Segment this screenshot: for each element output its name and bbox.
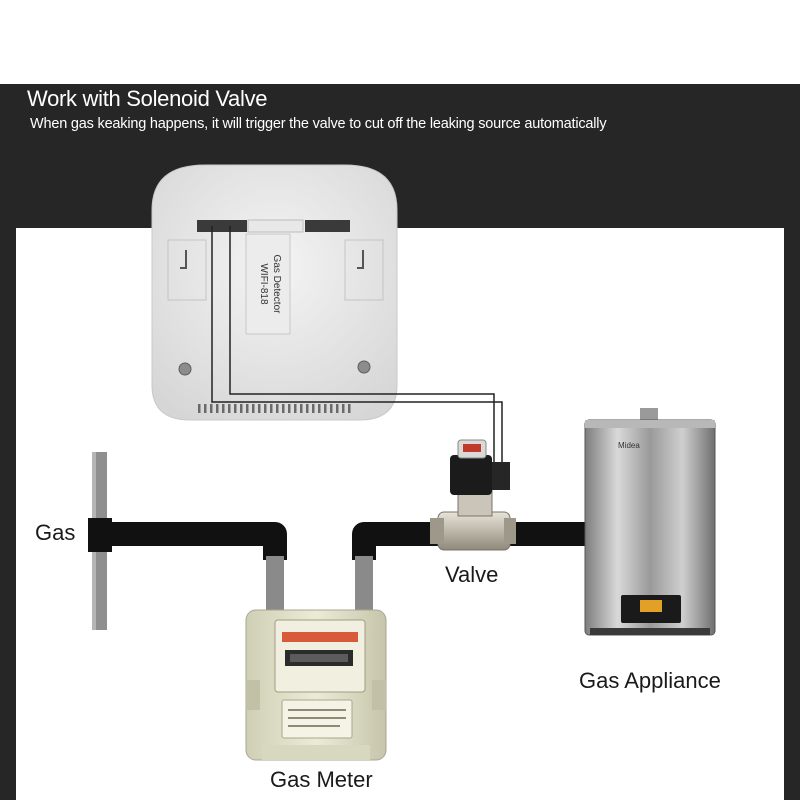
vent-slot <box>216 404 219 413</box>
terminal-slot-right <box>305 220 350 232</box>
vent-slot <box>282 404 285 413</box>
detector-label-plate <box>245 233 291 335</box>
vent-slot <box>246 404 249 413</box>
vent-slot <box>336 404 339 413</box>
vent-slot <box>294 404 297 413</box>
vent-slot <box>240 404 243 413</box>
vent-slot <box>324 404 327 413</box>
appliance-brand: Midea <box>618 441 640 450</box>
gas-appliance: Midea <box>584 408 716 636</box>
valve-indicator-cap <box>463 444 481 452</box>
top-margin <box>0 0 800 84</box>
vent-slot <box>252 404 255 413</box>
vent-slot <box>318 404 321 413</box>
vent-slot <box>258 404 261 413</box>
vent-slot <box>270 404 273 413</box>
vent-slot <box>330 404 333 413</box>
page-title: Work with Solenoid Valve <box>27 86 268 111</box>
vent-slot <box>300 404 303 413</box>
valve-label: Valve <box>445 562 499 587</box>
gas-detector <box>151 164 398 421</box>
screw-icon <box>178 362 192 376</box>
vent-slot <box>228 404 231 413</box>
gas-label: Gas <box>35 520 76 545</box>
gas-meter <box>245 609 387 761</box>
vent-slot <box>204 404 207 413</box>
control-wire <box>211 226 503 470</box>
meter-outlet-riser <box>355 556 373 612</box>
screw-icon <box>357 360 371 374</box>
vent-slot <box>342 404 345 413</box>
vent-slot <box>276 404 279 413</box>
vent-slot <box>222 404 225 413</box>
detector-label-line2: WIFI-818 <box>258 263 269 305</box>
vent-grille <box>198 404 351 413</box>
vent-slot <box>198 404 201 413</box>
page-subtitle: When gas keaking happens, it will trigge… <box>30 116 607 132</box>
gas-appliance-label: Gas Appliance <box>579 668 721 693</box>
vent-slot <box>264 404 267 413</box>
detector-label-line1: Gas Detector <box>271 255 282 315</box>
gas-meter-label: Gas Meter <box>270 767 373 792</box>
vent-slot <box>312 404 315 413</box>
vent-slot <box>348 404 351 413</box>
vent-slot <box>210 404 213 413</box>
gas-line-outlet <box>352 522 592 560</box>
terminal-slot-left <box>197 220 247 232</box>
vent-slot <box>234 404 237 413</box>
solenoid-valve <box>430 439 516 551</box>
vent-slot <box>288 404 291 413</box>
vent-slot <box>306 404 309 413</box>
gas-line-inlet <box>100 522 287 560</box>
pipe-tee-fitting <box>88 518 112 552</box>
meter-inlet-riser <box>266 556 284 612</box>
